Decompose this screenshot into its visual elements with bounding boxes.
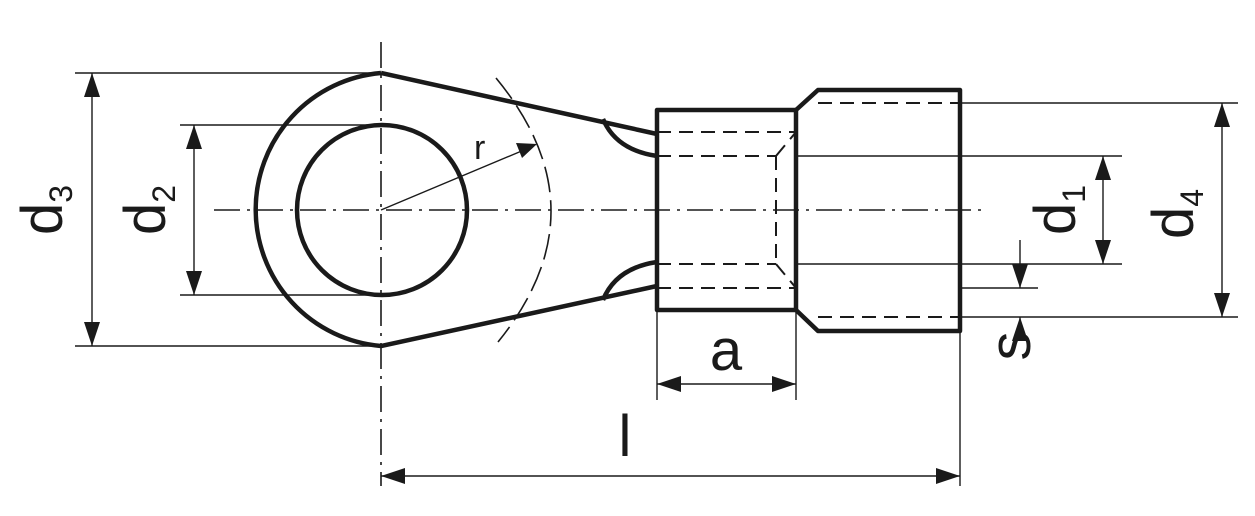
a-arrow-left <box>657 376 681 392</box>
barrel-chamfer-top <box>775 131 797 157</box>
svg-text:d3: d3 <box>10 185 79 235</box>
d3-arrow-bottom <box>84 322 100 346</box>
d2-label: d2 <box>113 185 182 235</box>
ring-tongue-outline <box>253 70 658 349</box>
radius-arrowhead <box>516 143 537 158</box>
svg-text:s: s <box>978 332 1043 361</box>
neck-fillet-top <box>600 118 658 159</box>
barrel-chamfer-bottom <box>775 263 797 289</box>
s-arrow-top <box>1012 264 1028 288</box>
d3-arrow-top <box>84 73 100 97</box>
svg-text:d1: d1 <box>1023 185 1092 235</box>
d2-arrow-top <box>186 125 202 149</box>
svg-text:d2: d2 <box>113 185 182 235</box>
a-arrow-right <box>772 376 796 392</box>
svg-text:d4: d4 <box>1141 189 1210 239</box>
l-arrow-left <box>381 468 405 484</box>
d1-label: d1 <box>1023 185 1092 235</box>
d2-arrow-bottom <box>186 271 202 295</box>
d4-label: d4 <box>1141 189 1210 239</box>
neck-fillet-bottom <box>600 259 658 301</box>
d4-arrow-bottom <box>1214 293 1230 317</box>
d1-arrow-top <box>1095 156 1111 180</box>
radius-leader <box>380 149 525 211</box>
d3-label: d3 <box>10 185 79 235</box>
d4-arrow-top <box>1214 103 1230 127</box>
l-label: l <box>619 404 632 469</box>
d1-arrow-bottom <box>1095 240 1111 264</box>
l-arrow-right <box>936 468 960 484</box>
s-label: s <box>978 332 1043 361</box>
radius-label: r <box>474 129 485 167</box>
a-label: a <box>710 318 743 383</box>
s-arrow-bottom <box>1012 317 1028 341</box>
